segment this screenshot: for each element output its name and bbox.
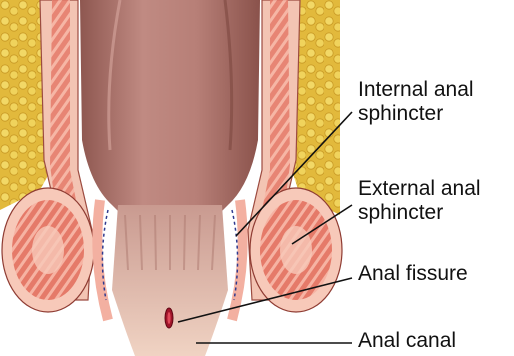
label-internal-anal-sphincter: Internal anal sphincter bbox=[358, 78, 474, 126]
label-external-anal-sphincter: External anal sphincter bbox=[358, 177, 481, 225]
label-anal-canal: Anal canal bbox=[358, 329, 456, 353]
label-external-line1: External anal bbox=[358, 177, 481, 200]
label-anal-fissure: Anal fissure bbox=[358, 262, 468, 286]
label-external-line2: sphincter bbox=[358, 201, 481, 225]
anal-fissure-mark bbox=[165, 308, 173, 328]
rectum bbox=[80, 0, 260, 215]
label-internal-line2: sphincter bbox=[358, 102, 474, 126]
label-internal-line1: Internal anal bbox=[358, 78, 474, 101]
anal-canal-region bbox=[112, 205, 228, 356]
